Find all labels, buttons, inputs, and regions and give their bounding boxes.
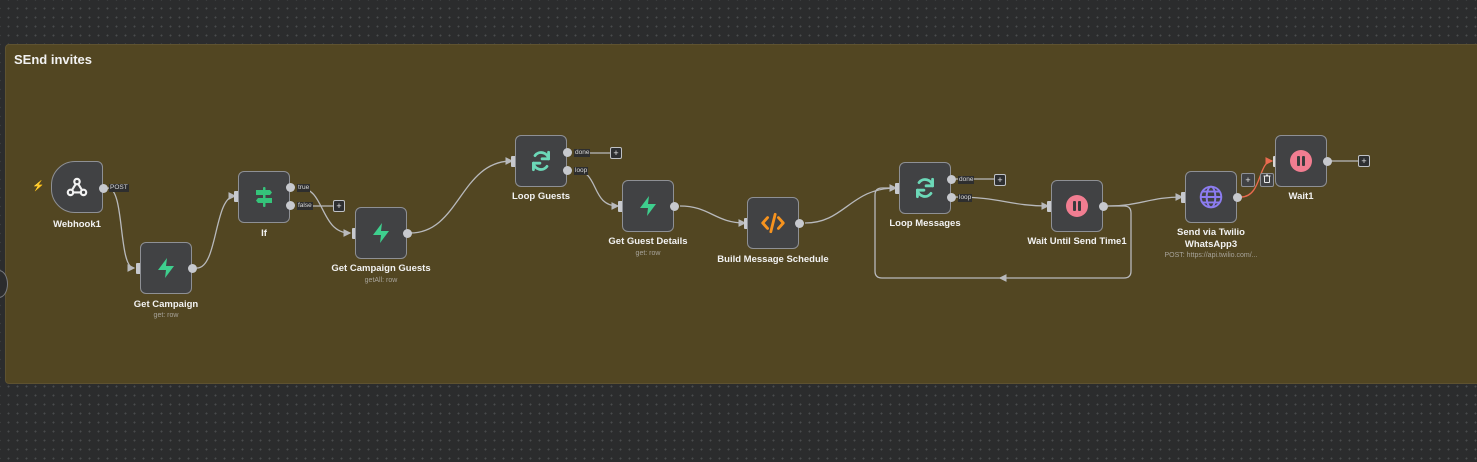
pause-icon	[1289, 149, 1313, 173]
node-loop-guests[interactable]	[515, 135, 567, 187]
node-get-guest-details[interactable]	[622, 180, 674, 232]
input-port[interactable]	[1181, 192, 1186, 203]
node-get-campaign-guests[interactable]	[355, 207, 407, 259]
node-wait1[interactable]	[1275, 135, 1327, 187]
input-port[interactable]	[895, 183, 900, 194]
output-port-done[interactable]	[947, 175, 956, 184]
output-port-done[interactable]	[563, 148, 572, 157]
node-label-loop-guests: Loop Guests	[511, 191, 571, 202]
node-label-send-via-twilio: Send via Twilio WhatsApp3	[1131, 227, 1291, 251]
node-subtitle-get-campaign-guests: getAll: row	[364, 277, 398, 284]
output-label-done: done	[958, 176, 975, 184]
input-port[interactable]	[511, 156, 516, 167]
if-signpost-icon	[252, 185, 276, 209]
pause-icon	[1065, 194, 1089, 218]
node-wait-until-send-time1[interactable]	[1051, 180, 1103, 232]
node-webhook1[interactable]	[51, 161, 103, 213]
output-label-loop: loop	[574, 167, 589, 175]
node-label-get-campaign: Get Campaign	[133, 299, 199, 310]
globe-icon	[1198, 184, 1224, 210]
output-port[interactable]	[1323, 157, 1332, 166]
node-label-if: If	[261, 228, 267, 239]
input-port[interactable]	[1047, 201, 1052, 212]
loop-icon	[912, 175, 938, 201]
trash-icon	[1263, 174, 1271, 185]
output-port[interactable]	[795, 219, 804, 228]
sticky-note[interactable]: SEnd invites	[5, 44, 1477, 384]
supabase-icon	[636, 194, 660, 218]
code-icon	[760, 210, 786, 236]
node-subtitle-get-guest-details: get: row	[635, 250, 661, 257]
output-port-false[interactable]	[286, 201, 295, 210]
add-node-done-button[interactable]: +	[994, 174, 1006, 186]
node-get-campaign[interactable]	[140, 242, 192, 294]
node-subtitle-get-campaign: get: row	[153, 312, 179, 319]
output-port[interactable]	[670, 202, 679, 211]
supabase-icon	[369, 221, 393, 245]
output-port[interactable]	[1233, 193, 1242, 202]
input-port[interactable]	[744, 218, 749, 229]
output-port-true[interactable]	[286, 183, 295, 192]
supabase-icon	[154, 256, 178, 280]
add-node-false-button[interactable]: +	[333, 200, 345, 212]
input-port[interactable]	[234, 191, 239, 202]
node-loop-messages[interactable]	[899, 162, 951, 214]
add-node-done-button[interactable]: +	[610, 147, 622, 159]
loop-icon	[528, 148, 554, 174]
add-node-button[interactable]: +	[1358, 155, 1370, 167]
output-port-loop[interactable]	[563, 166, 572, 175]
input-port[interactable]	[136, 263, 141, 274]
node-label-wait1: Wait1	[1288, 191, 1314, 202]
node-label-get-campaign-guests: Get Campaign Guests	[331, 263, 431, 274]
output-port[interactable]	[403, 229, 412, 238]
sticky-note-title: SEnd invites	[14, 52, 93, 67]
output-port-loop[interactable]	[947, 193, 956, 202]
output-label-true: true	[297, 184, 311, 192]
node-label-loop-messages: Loop Messages	[889, 218, 961, 229]
output-label-false: false	[297, 202, 313, 210]
node-label-line-2: WhatsApp3	[1184, 239, 1238, 250]
output-port[interactable]	[1099, 202, 1108, 211]
node-label-build-message-schedule: Build Message Schedule	[717, 254, 829, 265]
node-label-webhook1: Webhook1	[53, 219, 101, 230]
output-port-post[interactable]	[99, 184, 108, 193]
webhook-icon	[64, 174, 90, 200]
node-label-wait-until-send-time1: Wait Until Send Time1	[1027, 236, 1127, 247]
node-label-get-guest-details: Get Guest Details	[608, 236, 688, 247]
trigger-bolt-icon: ⚡	[32, 181, 45, 192]
add-node-button[interactable]: +	[1241, 173, 1255, 187]
node-build-message-schedule[interactable]	[747, 197, 799, 249]
node-if[interactable]	[238, 171, 290, 223]
delete-connection-button[interactable]	[1260, 173, 1274, 187]
output-label-post: POST	[109, 184, 129, 192]
node-label-line-1: Send via Twilio	[1177, 227, 1245, 238]
output-label-done: done	[574, 149, 591, 157]
output-port[interactable]	[188, 264, 197, 273]
output-label-loop: loop	[958, 194, 973, 202]
input-port[interactable]	[618, 201, 623, 212]
node-subtitle-send-via-twilio: POST: https://api.twilio.com/...	[1164, 252, 1258, 259]
input-port[interactable]	[352, 228, 357, 239]
